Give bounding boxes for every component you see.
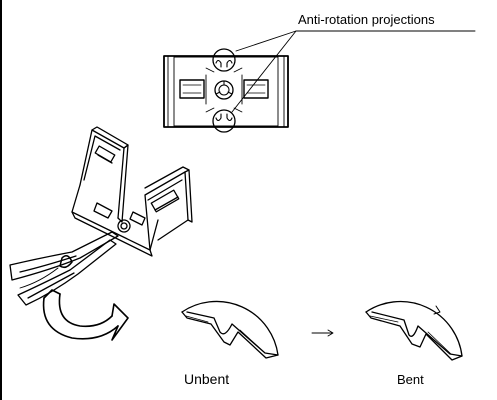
- anti-rotation-projections: [212, 48, 236, 133]
- curved-arrow-icon: [42, 289, 129, 341]
- callout-leaders: [231, 30, 476, 113]
- unbent-label: Unbent: [184, 371, 230, 387]
- unbent-semicircle: [181, 300, 279, 359]
- bent-label: Bent: [397, 372, 424, 387]
- pliers-icon: [9, 231, 119, 306]
- right-arrow-icon: [311, 329, 334, 337]
- bracket-top-view: [163, 55, 289, 128]
- bracket-perspective: [71, 126, 193, 257]
- bent-semicircle: [365, 300, 463, 361]
- callout-label: Anti-rotation projections: [298, 12, 435, 27]
- center-hole: [214, 80, 234, 100]
